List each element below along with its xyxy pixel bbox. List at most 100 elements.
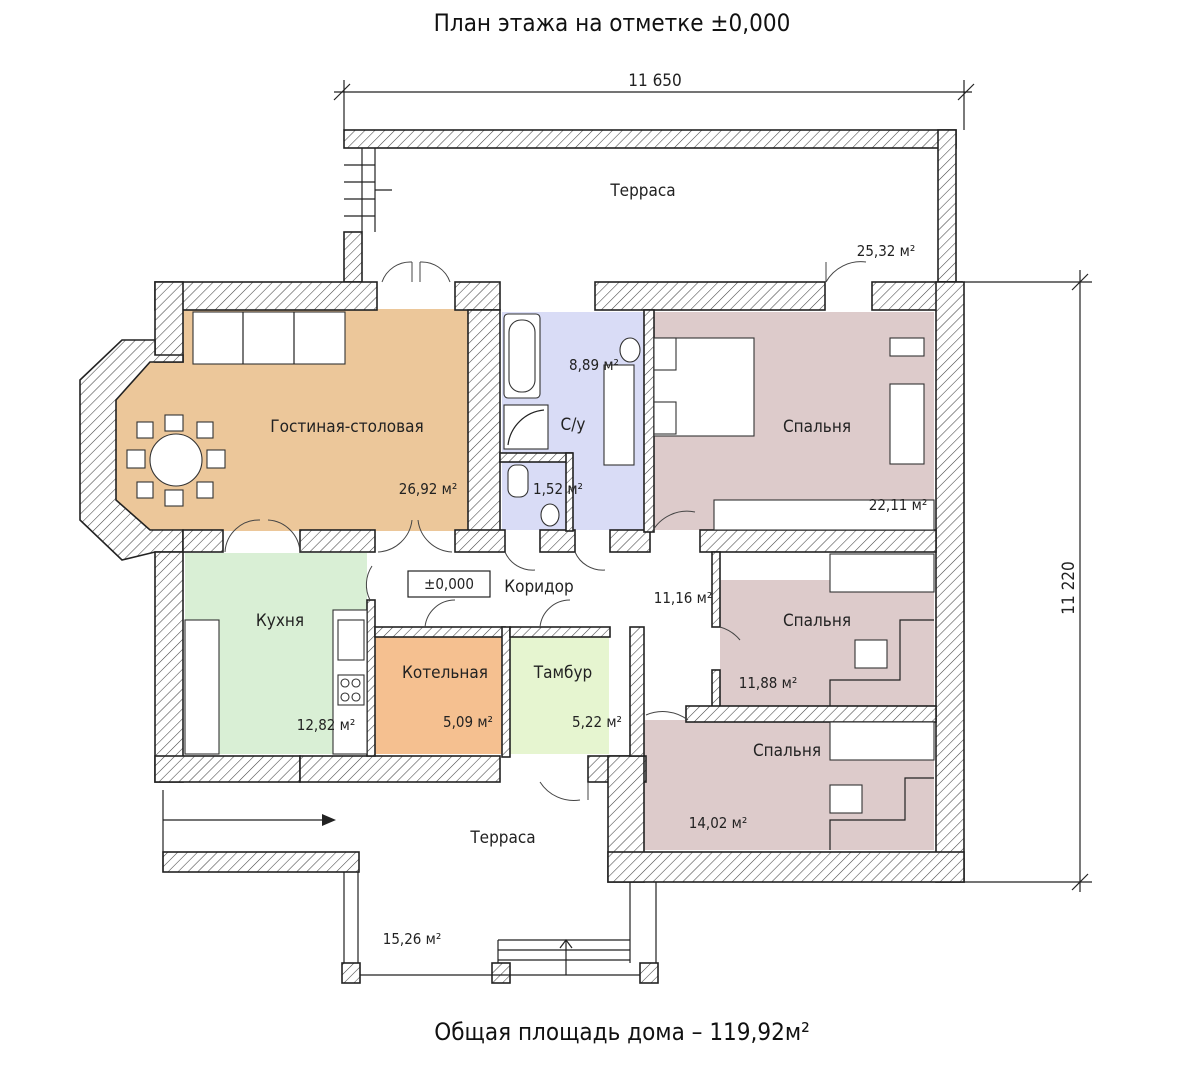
dim-width-tick-left — [333, 83, 351, 101]
burner-2 — [351, 678, 361, 688]
chair-6 — [196, 421, 214, 439]
terrace-top-name: Терраса — [609, 181, 675, 201]
level-mark: ±0,000 — [424, 575, 474, 593]
dimension-lines: 11 650 11 220 — [333, 71, 1092, 892]
wall-bath-wc — [499, 452, 573, 463]
room-labels: Терраса 25,32 м² Гостиная-столовая 26,92… — [256, 181, 927, 948]
door-bedroom3 — [645, 711, 689, 721]
vestibule-name: Тамбур — [533, 663, 592, 683]
total-area: Общая площадь дома – 119,92м² — [434, 1018, 810, 1046]
chair-2 — [206, 449, 226, 469]
kitchen-name: Кухня — [256, 611, 304, 631]
plan-title: План этажа на отметке ±0,000 — [434, 9, 791, 37]
wall-vestibule-north — [509, 626, 611, 638]
bedroom1-name: Спальня — [783, 417, 851, 437]
bedroom2-fill — [720, 580, 934, 706]
sink-wc — [540, 503, 560, 527]
doors — [224, 261, 867, 801]
wall-living-kitchen-2 — [299, 529, 376, 553]
burner-1 — [340, 678, 350, 688]
wall-boiler-vestibule — [501, 626, 511, 758]
desk-bed1 — [889, 383, 925, 465]
wardrobe-bed1 — [713, 499, 935, 531]
walls — [79, 129, 965, 984]
chair-1 — [126, 449, 146, 469]
wall-terrace-bottom-pillar-3 — [491, 962, 511, 984]
chair-4 — [164, 489, 184, 507]
door-entrance — [539, 781, 589, 801]
nightstand-1 — [653, 337, 677, 371]
vestibule-fill — [509, 635, 609, 754]
living-area: 26,92 м² — [399, 480, 458, 498]
wall-terrace-bottom-pillar-1 — [341, 962, 361, 984]
kitchen-counter-left — [184, 619, 220, 755]
wall-south-2 — [299, 755, 501, 783]
bathtub-inner — [508, 319, 536, 393]
wall-west-top — [154, 281, 184, 363]
burner-3 — [340, 692, 350, 702]
terrace-top-area: 25,32 м² — [857, 242, 916, 260]
wardrobe-bed3 — [829, 777, 934, 850]
wall-south-1 — [154, 755, 301, 783]
toilet-wc — [507, 464, 529, 498]
shower — [503, 404, 549, 450]
wall-terrace-bottom-pillar-2 — [639, 962, 659, 984]
wall-north-2 — [454, 281, 501, 311]
wall-bed2-bed3 — [685, 705, 937, 723]
living-name: Гостиная-столовая — [270, 417, 423, 437]
wall-terrace-bottom-left — [162, 851, 360, 873]
wall-bed2-west-2 — [711, 669, 721, 711]
door-bedroom-terrace — [825, 261, 867, 283]
door-bedroom2 — [719, 626, 741, 641]
door-kitchen — [365, 565, 373, 601]
door-bath — [504, 551, 536, 571]
wall-terrace-top — [343, 129, 957, 149]
washing-machine — [603, 364, 635, 466]
chair-7 — [136, 481, 154, 499]
bath-name: С/у — [561, 415, 586, 435]
wall-boiler-north — [374, 626, 506, 638]
bedroom3-name: Спальня — [753, 741, 821, 761]
desk-bed3 — [829, 784, 863, 814]
bed-single-3 — [829, 721, 935, 761]
wall-bed1-south — [699, 529, 937, 553]
terrace-outlines — [162, 148, 657, 976]
vestibule-area: 5,22 м² — [572, 713, 622, 731]
kitchen-area: 12,82 м² — [297, 716, 356, 734]
stove — [337, 674, 365, 706]
bedroom1-area: 22,11 м² — [869, 496, 928, 514]
dim-width-tick-right — [957, 83, 975, 101]
wall-terrace-left-stub — [343, 231, 363, 283]
boiler-name: Котельная — [402, 663, 488, 683]
bedroom3-area: 14,02 м² — [689, 814, 748, 832]
bed-single-2 — [829, 553, 935, 593]
boiler-area: 5,09 м² — [443, 713, 493, 731]
wall-terrace-right — [937, 129, 957, 283]
bedroom2-area: 11,88 м² — [739, 674, 798, 692]
terrace-bottom-area: 15,26 м² — [383, 930, 442, 948]
wall-living-bath — [467, 309, 501, 533]
door-vestibule — [539, 599, 571, 628]
wall-bath-south-1 — [454, 529, 506, 553]
wall-bath-south-3 — [609, 529, 651, 553]
boiler-fill — [375, 635, 502, 754]
stair-arrow-head — [559, 939, 573, 949]
wall-bed2-west-1 — [711, 551, 721, 628]
wall-west-bottom — [154, 551, 184, 783]
door-boiler — [424, 599, 456, 628]
sink-bath — [619, 337, 641, 363]
dim-width-label: 11 650 — [628, 71, 682, 91]
desk-bed2 — [854, 639, 888, 669]
level-mark-box — [407, 570, 491, 598]
wall-kitchen-east — [366, 599, 376, 757]
bath-area: 8,89 м² — [569, 356, 619, 374]
chair-bed1 — [889, 337, 925, 357]
door-living-corridor — [377, 519, 453, 553]
wall-vestibule-east — [629, 626, 645, 757]
terrace-arrow-head — [322, 814, 336, 826]
dining-table — [149, 433, 203, 487]
door-wc — [574, 551, 606, 571]
chair-5 — [136, 421, 154, 439]
furniture — [126, 311, 935, 850]
